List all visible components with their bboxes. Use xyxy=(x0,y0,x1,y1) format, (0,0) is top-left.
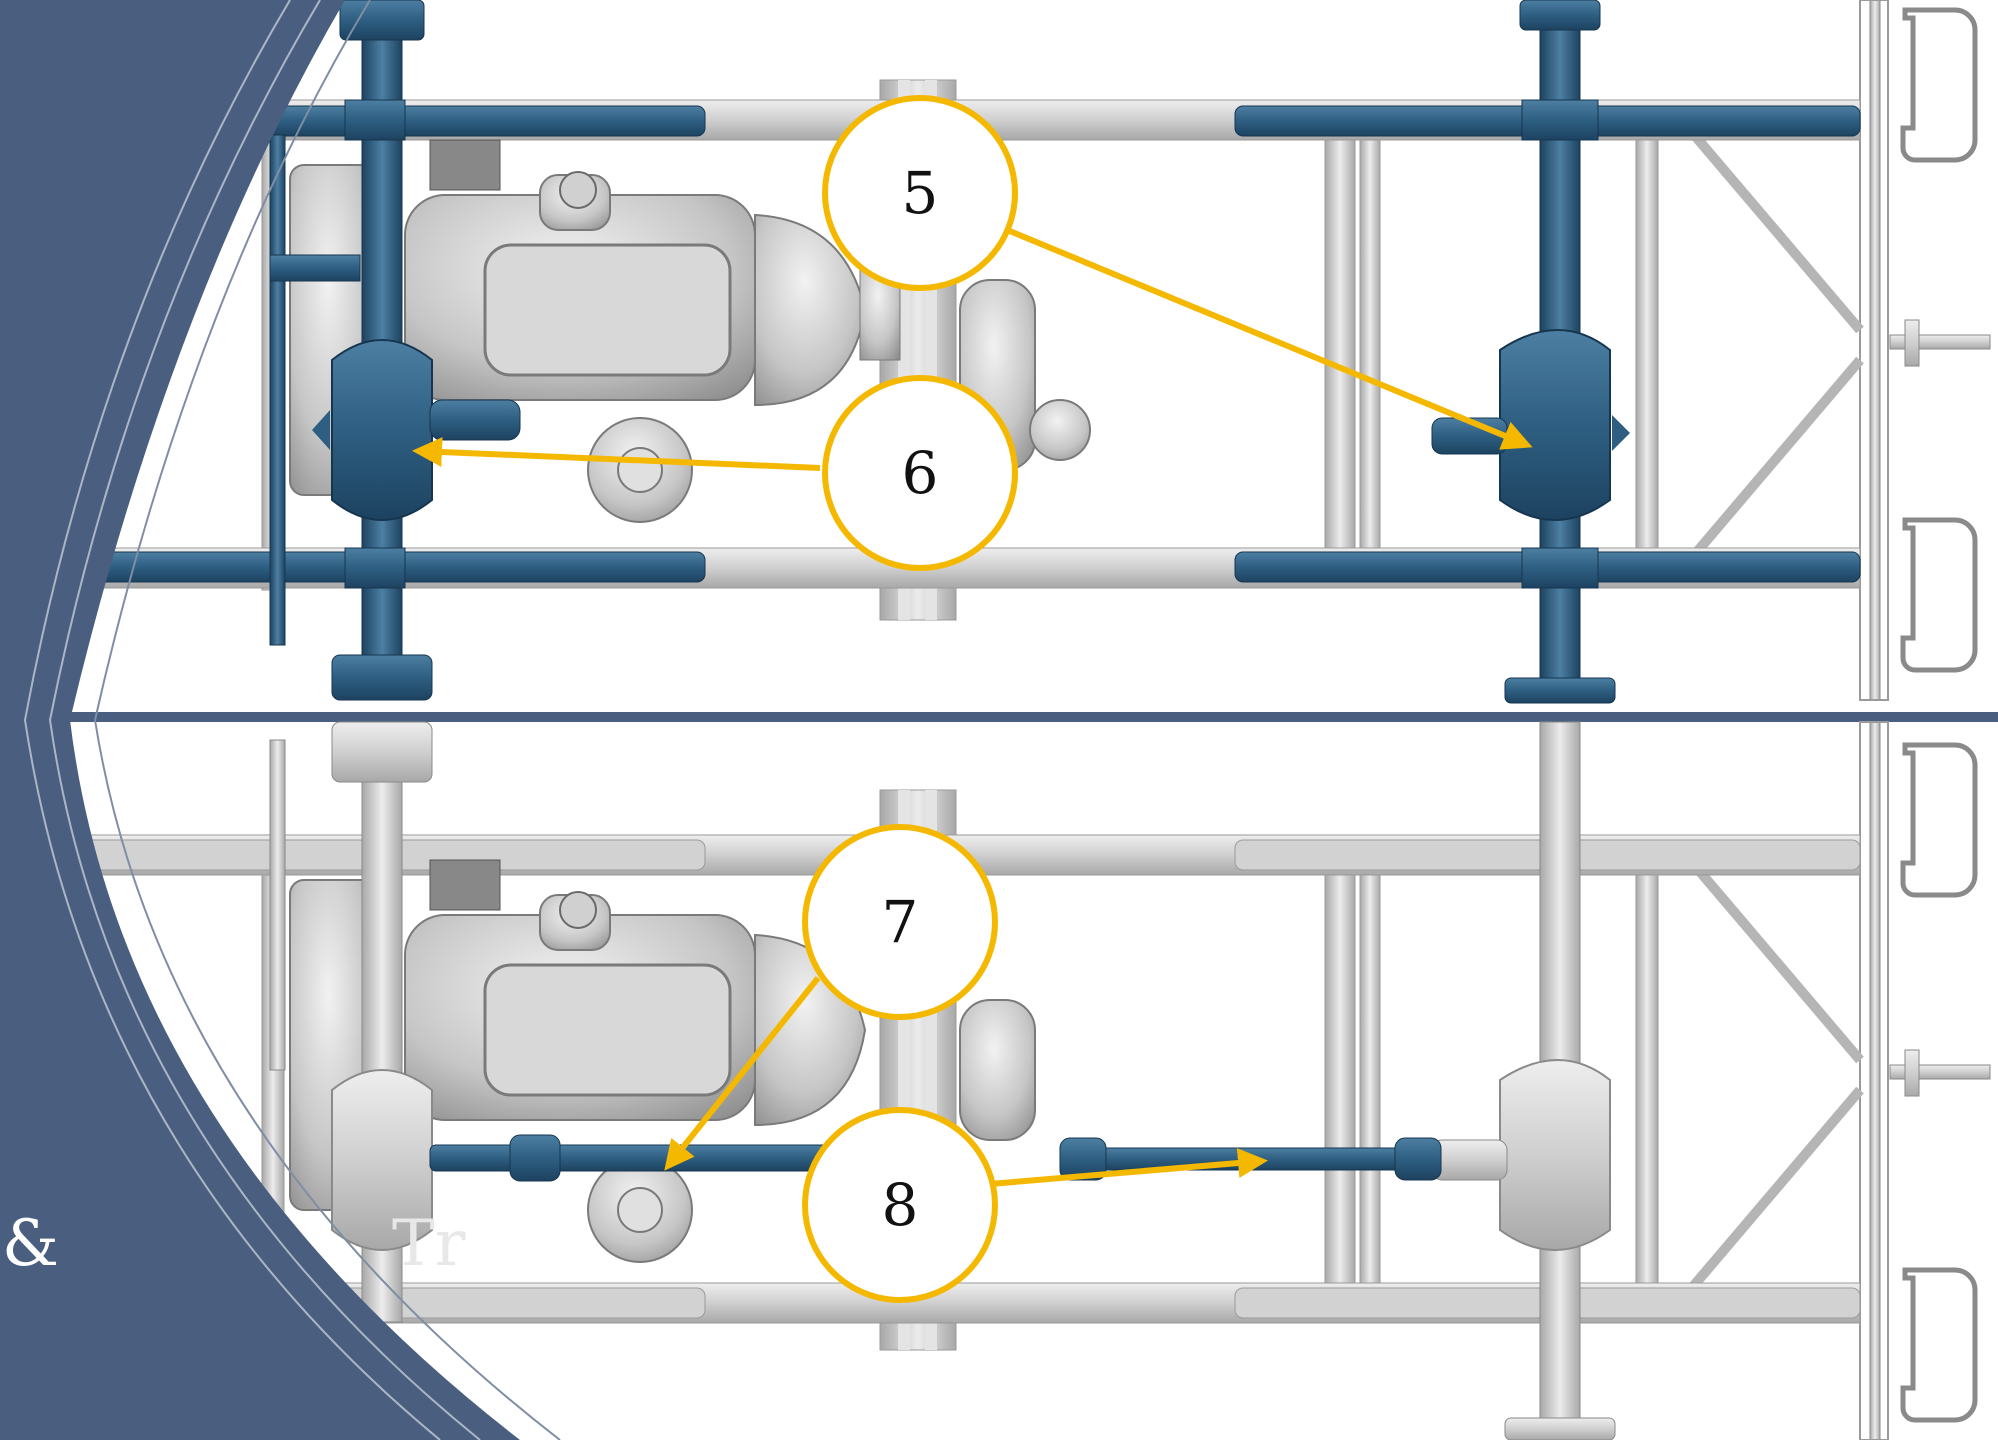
front-differential[interactable] xyxy=(312,339,521,521)
rear-propeller-shaft[interactable] xyxy=(1059,1137,1442,1181)
callout-7-leader xyxy=(664,976,821,1171)
axles-bottom xyxy=(269,721,1616,1440)
slide-ampersand: & xyxy=(2,1207,59,1281)
callout-8: 8 xyxy=(802,1107,1268,1303)
engine-top xyxy=(289,139,1091,523)
front-propeller-shaft[interactable] xyxy=(429,1134,831,1182)
rear-bracket-top xyxy=(1859,0,1991,701)
callout-7-ring xyxy=(802,824,998,1020)
front-axle[interactable] xyxy=(269,0,433,701)
callout-6-leader xyxy=(412,437,821,471)
callout-6-ring xyxy=(822,375,1018,571)
callout-5: 5 xyxy=(822,95,1533,450)
callout-6: 6 xyxy=(412,375,1018,571)
callout-8-leader xyxy=(989,1148,1268,1187)
callout-7: 7 xyxy=(664,824,998,1171)
slide-side-panel xyxy=(0,0,561,1440)
callout-8-label: 8 xyxy=(882,1171,919,1239)
top-view xyxy=(49,0,1991,704)
callout-5-leader xyxy=(998,224,1533,450)
slide-title-fragment: Tr xyxy=(392,1207,466,1281)
rear-differential[interactable] xyxy=(1431,329,1630,521)
callout-6-label: 6 xyxy=(902,439,939,507)
rear-bracket-bottom xyxy=(1859,721,1991,1440)
callout-8-ring xyxy=(802,1107,998,1303)
callout-5-ring xyxy=(822,95,1018,291)
callout-7-label: 7 xyxy=(882,888,919,956)
callout-5-label: 5 xyxy=(902,159,939,227)
divider-bar xyxy=(0,712,1998,722)
